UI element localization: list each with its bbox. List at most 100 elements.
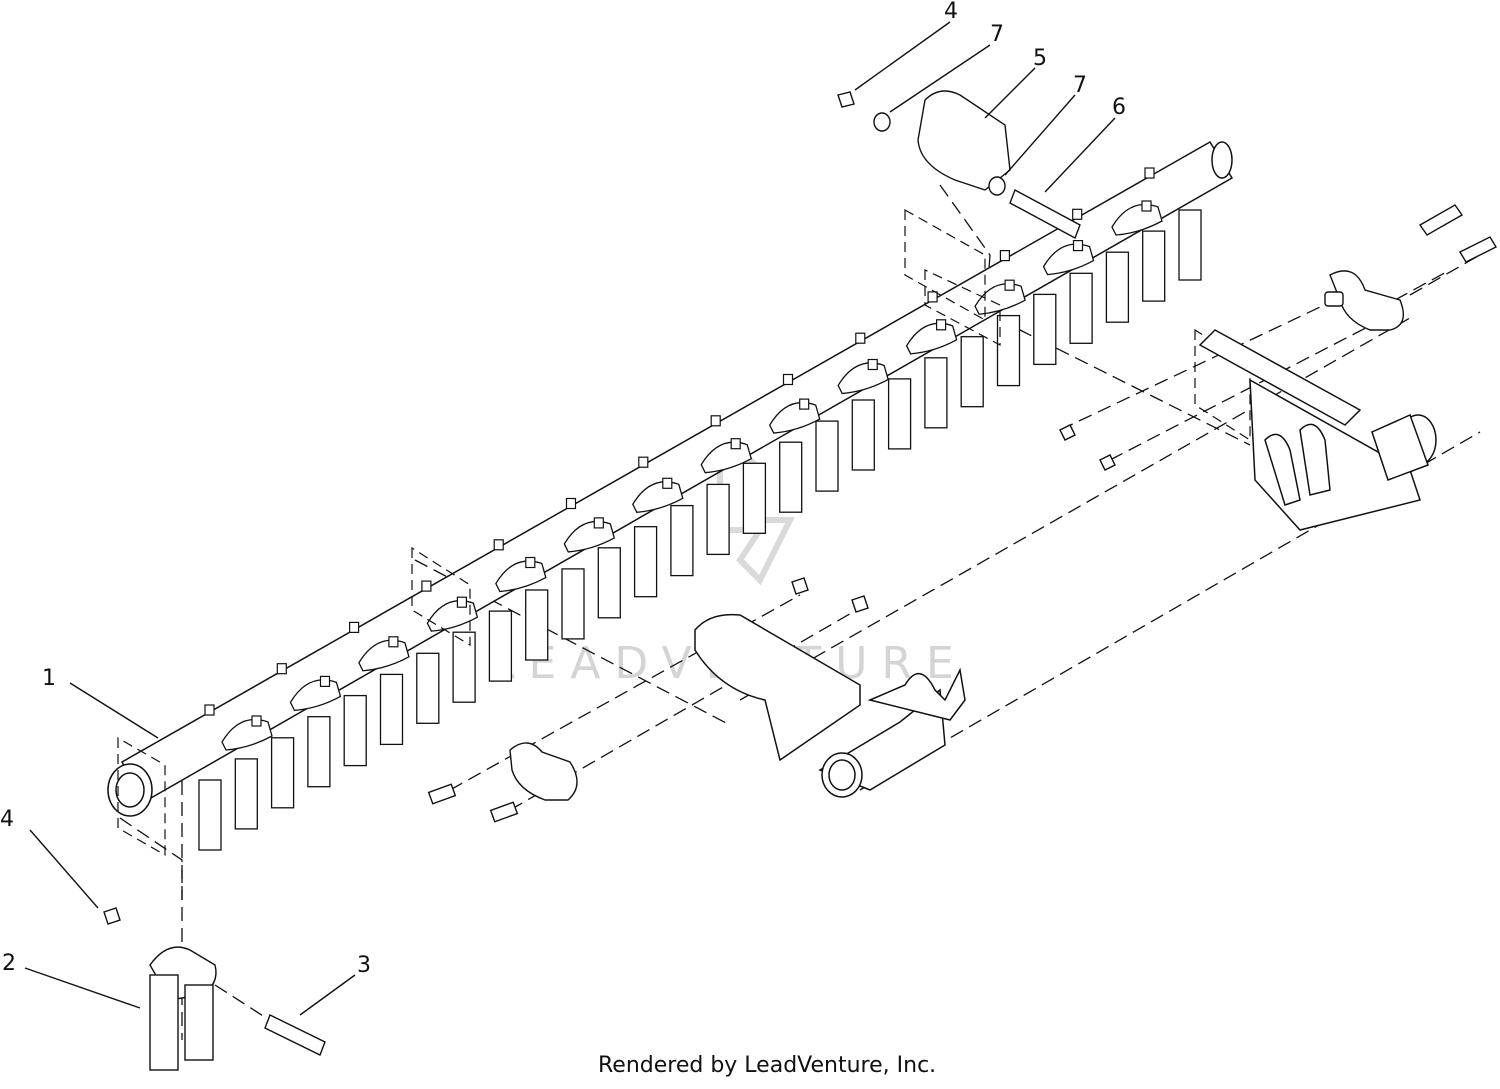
rake-tine: [1033, 293, 1057, 366]
right-side-bracket: [1059, 204, 1497, 471]
rake-tine: [1069, 272, 1093, 344]
bar-bolt: [565, 497, 577, 510]
tine-clamp: [837, 362, 889, 395]
hanger-washer-right: [988, 176, 1006, 196]
callout-1: 1: [42, 666, 56, 691]
rake-tine: [270, 737, 295, 809]
bracket-bolt-2: [1459, 236, 1497, 263]
tine-clamp: [563, 520, 616, 553]
rake-tine: [561, 568, 585, 640]
tine-clamp: [495, 560, 547, 593]
callout-5: 5: [1033, 46, 1047, 71]
rake-tine: [742, 462, 767, 534]
rake-tine: [307, 716, 331, 788]
clamp-bolt: [593, 517, 604, 529]
single-tine: [149, 974, 179, 1071]
carrier-nut-1: [791, 577, 809, 595]
rake-tine: [996, 314, 1021, 387]
rake-tine: [960, 336, 984, 408]
clamp-bolt: [867, 358, 878, 371]
tine-clamp: [426, 600, 479, 632]
clamp-bolt: [662, 477, 673, 489]
rake-tine: [1142, 230, 1166, 302]
rake-tine: [379, 673, 404, 746]
clamp-bolt: [388, 636, 399, 648]
clamp-bolt: [1072, 240, 1084, 252]
bar-bolts: [204, 167, 1155, 727]
rake-tine: [597, 547, 621, 619]
bar-bolt: [276, 663, 287, 675]
center-carrier-bracket: [694, 613, 966, 798]
rake-tine: [198, 779, 222, 851]
bar-bolt: [999, 250, 1011, 262]
tine-clamps: [221, 203, 1163, 751]
hanger-bracket-assembly: [837, 90, 1081, 239]
bar-bolt: [349, 621, 360, 634]
bar-bolt: [710, 415, 721, 427]
bracket-nut-1: [1059, 424, 1076, 441]
lower-carrier-bracket: [427, 577, 869, 823]
bar-bolt: [204, 704, 215, 716]
rake-bar: [107, 140, 1234, 817]
clamp-bolt: [1004, 279, 1015, 291]
rake-tine: [670, 504, 694, 577]
mount-plates: [117, 208, 1251, 857]
rake-tine: [706, 483, 730, 556]
callout-4-bottom: 4: [0, 807, 14, 832]
rake-tine: [1105, 251, 1130, 323]
bar-bolt: [1072, 208, 1083, 220]
bar-bolt: [855, 332, 866, 344]
rake-bar-far-end: [1211, 141, 1233, 179]
rake-tine: [815, 420, 839, 492]
carrier-nut-2: [851, 595, 869, 613]
tine-clamp: [700, 441, 752, 474]
rake-tine: [488, 610, 513, 682]
callout-3: 3: [357, 953, 371, 978]
clamp-bolt: [1141, 200, 1152, 212]
tine-bolt: [264, 1014, 326, 1056]
tine-clamp: [974, 283, 1026, 315]
rake-tine: [525, 589, 549, 661]
callout-4-top: 4: [944, 0, 958, 24]
rake-tine: [1178, 209, 1202, 281]
hanger-pin: [1009, 189, 1081, 239]
tine-clamp: [289, 679, 342, 712]
clamp-bolt: [525, 556, 536, 569]
clamp-bolt: [730, 438, 741, 450]
rake-tine: [416, 652, 440, 724]
callout-2: 2: [2, 951, 16, 976]
clamp-bolt: [456, 596, 467, 608]
right-frame-assembly: [1198, 329, 1437, 531]
rake-tine: [633, 526, 658, 598]
clamp-bolt: [935, 319, 947, 331]
rake-tine: [343, 694, 367, 767]
bar-bolt: [493, 539, 504, 551]
callout-6: 6: [1112, 95, 1126, 120]
clamp-bolt: [799, 398, 810, 410]
tine-clamp: [1111, 203, 1163, 236]
bracket-bolt-1: [1418, 204, 1464, 236]
tine-clamp: [768, 401, 821, 434]
bar-bolt: [421, 580, 432, 592]
tine-clamp: [905, 322, 958, 355]
clamp-bolt: [319, 675, 331, 688]
bar-bolt: [1144, 167, 1155, 179]
callout-labels: 4 7 5 7 6 1 4 2 3: [0, 0, 1126, 978]
lower-bolt-1: [427, 783, 457, 805]
rake-tines: [198, 209, 1202, 851]
bar-bolt: [638, 456, 649, 468]
tine-nut: [103, 907, 121, 925]
bracket-nut-2: [1099, 454, 1116, 471]
rake-tine: [234, 758, 258, 830]
bar-bolt: [782, 373, 794, 386]
rake-tine: [924, 357, 948, 429]
rake-tine: [887, 378, 912, 450]
tine-clamp: [1042, 243, 1095, 276]
rake-tine: [779, 441, 803, 513]
hanger-washer-left: [873, 112, 891, 132]
hanger-nut: [837, 91, 855, 108]
callout-leaders: [24, 21, 1116, 1016]
rake-tine: [851, 399, 875, 471]
